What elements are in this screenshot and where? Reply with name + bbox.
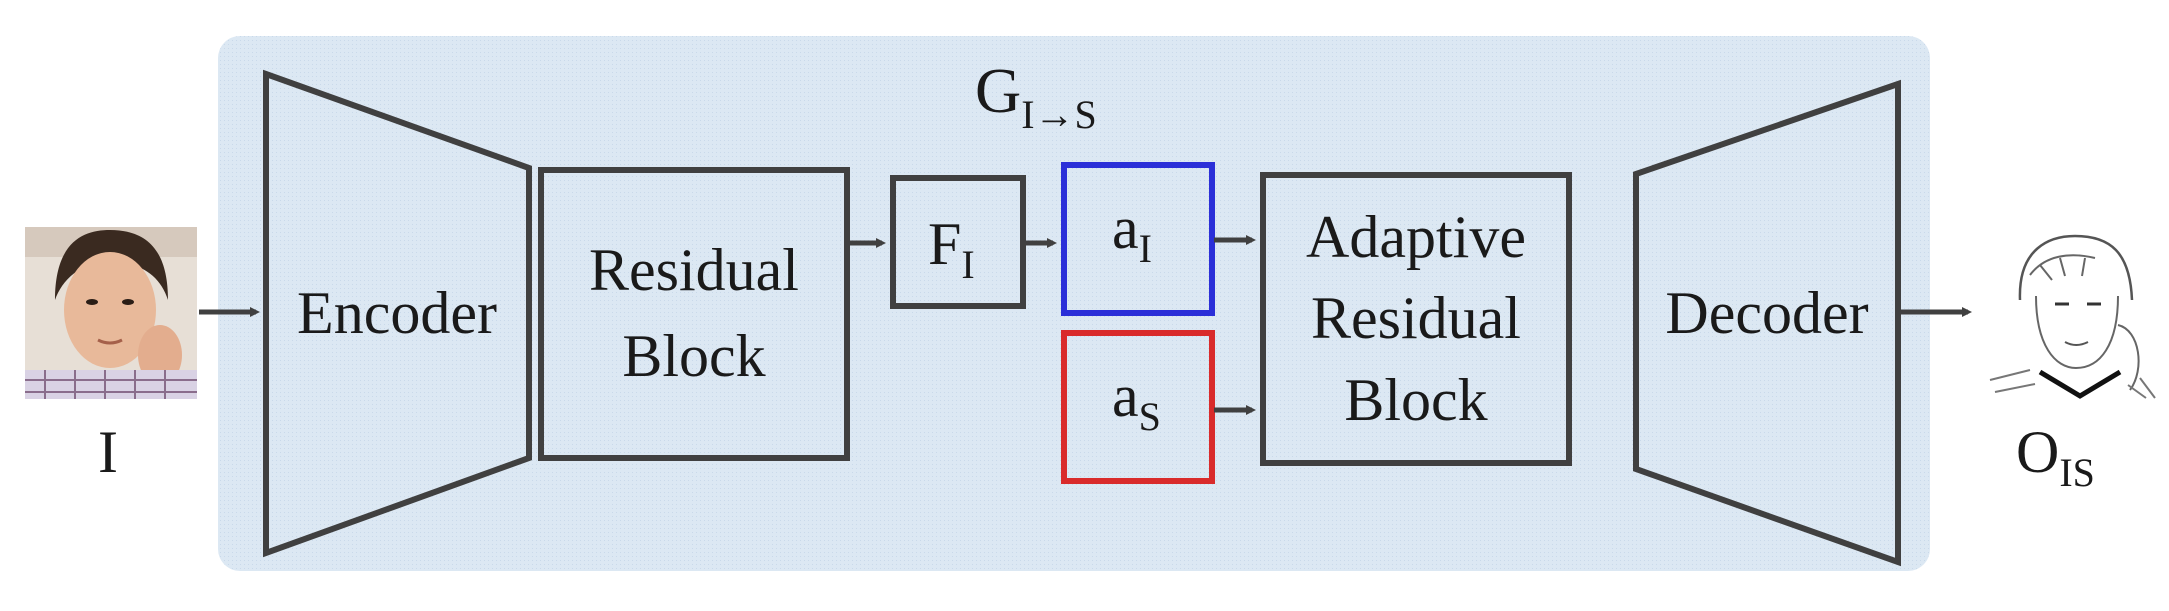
a-s-box bbox=[1061, 330, 1215, 484]
adaptive-residual-block bbox=[1260, 172, 1572, 466]
a-s-label: aS bbox=[1112, 363, 1161, 439]
adaptive-block-label-line1: Adaptive bbox=[1306, 204, 1526, 270]
encoder-label: Encoder bbox=[297, 280, 497, 346]
feature-box bbox=[890, 175, 1026, 309]
feature-label: FI bbox=[928, 211, 975, 287]
adaptive-block-label-line2: Residual bbox=[1311, 285, 1521, 351]
input-label: I bbox=[98, 419, 118, 485]
decoder-block bbox=[1633, 79, 1901, 567]
generator-title: GI→S bbox=[975, 55, 1097, 137]
output-sketch bbox=[1982, 227, 2158, 399]
residual-block bbox=[538, 167, 850, 461]
a-i-label: aI bbox=[1112, 195, 1152, 271]
decoder-label: Decoder bbox=[1665, 280, 1868, 346]
a-i-box bbox=[1061, 162, 1215, 316]
residual-block-label-line2: Block bbox=[622, 323, 765, 389]
input-photo bbox=[25, 227, 197, 399]
residual-block-label-line1: Residual bbox=[589, 237, 799, 303]
output-label: OIS bbox=[2016, 419, 2095, 495]
adaptive-block-label-line3: Block bbox=[1344, 367, 1487, 433]
encoder-block bbox=[263, 69, 532, 558]
